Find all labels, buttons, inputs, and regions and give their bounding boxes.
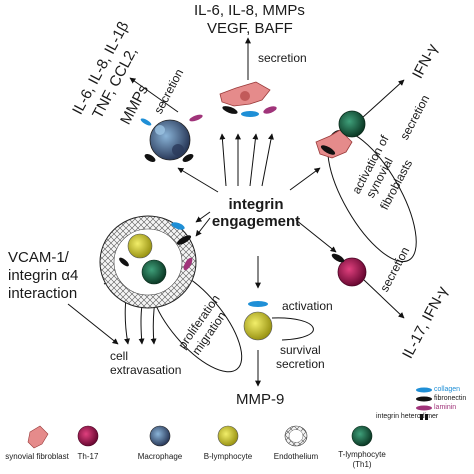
- endothelium-vessel: [99, 215, 197, 309]
- fibroblast-tcell-right: [315, 110, 366, 159]
- arrow-left-2: [195, 217, 211, 237]
- legend-collagen: collagen: [434, 386, 461, 393]
- top-cytokines-line1: IL-6, IL-8, MMPs: [194, 2, 305, 19]
- th17-cell: [331, 253, 367, 287]
- extravasation-line1: cell: [110, 349, 129, 363]
- arrow-secretion-bottom-right: [363, 279, 405, 319]
- center-title-line1: integrin: [228, 196, 284, 213]
- top-cytokines-line2: VEGF, BAFF: [207, 20, 293, 37]
- arrow-up-2: [249, 133, 259, 187]
- activation-label: activation: [282, 299, 333, 313]
- b-cell-center: [243, 301, 273, 341]
- arrow-vcam: [67, 303, 119, 345]
- center-title: integrin engagement: [206, 196, 306, 231]
- arrow-secretion-top-right: [361, 79, 405, 119]
- vcam-line2: integrin α4: [8, 267, 79, 284]
- vcam-line3: interaction: [8, 285, 78, 302]
- cell-legend-th1: (Th1): [352, 460, 372, 469]
- loop-activation: [327, 129, 417, 263]
- mmp9-label: MMP-9: [236, 391, 285, 408]
- macrophage-icon: [149, 425, 171, 447]
- arrows-group: [67, 37, 417, 387]
- cell-legend-endothelium: Endothelium: [273, 452, 319, 461]
- center-title-line2: engagement: [211, 213, 301, 231]
- top-secretion-label: secretion: [258, 51, 307, 65]
- cell-legend-th17: Th-17: [77, 452, 99, 461]
- arrow-right-down: [295, 219, 337, 253]
- legend-fibronectin: fibronectin: [434, 395, 467, 402]
- survival-line1: survival: [280, 343, 321, 357]
- survival-line2: secretion: [276, 357, 325, 371]
- cell-legend-t-lymphocyte: T-lymphocyte: [338, 450, 386, 459]
- t-lymphocyte-icon: [351, 425, 373, 447]
- extravasation-line2: extravasation: [110, 363, 182, 377]
- vcam-line1: VCAM-1/: [8, 249, 69, 266]
- b-lymphocyte-icon: [217, 425, 239, 447]
- arrow-secretion-top-left: [129, 77, 179, 113]
- macrophage-cell: [140, 114, 203, 162]
- arrow-up-4: [219, 133, 227, 187]
- fibroblast-icon: [27, 425, 49, 449]
- arrow-left-1: [195, 211, 211, 223]
- legend-marks: [416, 387, 432, 420]
- arrow-up-3: [261, 133, 274, 187]
- loop-survival: [271, 317, 314, 341]
- cell-legend-macrophage: Macrophage: [137, 452, 183, 461]
- fibroblast-top: [219, 81, 277, 117]
- arrow-up-right: [289, 167, 321, 191]
- legend-laminin: laminin: [434, 404, 457, 411]
- cell-legend-fibroblast: synovial fibroblast: [5, 452, 69, 461]
- arrow-up-left: [177, 167, 219, 193]
- legend-integrin: integrin heterodimer: [376, 413, 439, 420]
- cell-legend-b-lymphocyte: B-lymphocyte: [203, 452, 253, 461]
- cell-legend-icons: [27, 425, 373, 449]
- th17-icon: [77, 425, 99, 447]
